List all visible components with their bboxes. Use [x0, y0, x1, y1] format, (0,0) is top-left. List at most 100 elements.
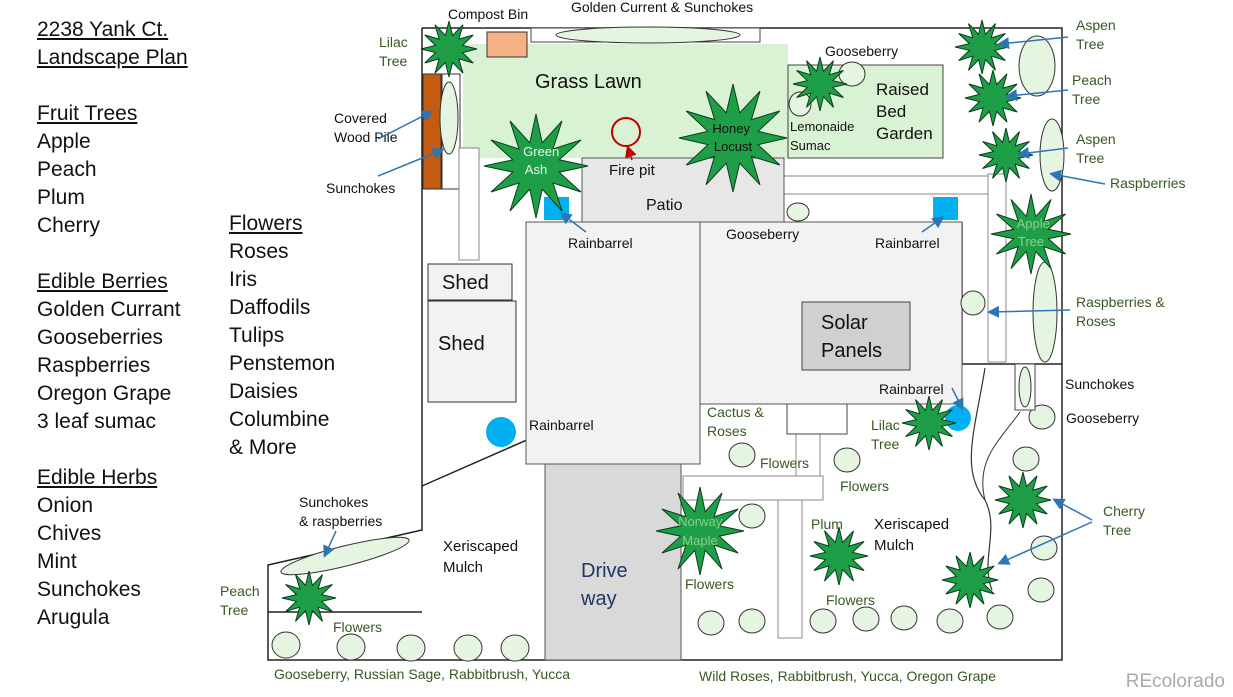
plum-tree: [809, 526, 869, 586]
list-item: Chives: [37, 522, 102, 545]
rainbarrel-3: [486, 417, 516, 447]
lilac-tree: [420, 20, 478, 78]
list-item: Roses: [229, 240, 289, 263]
garden-border: [982, 411, 1021, 501]
list-item: Arugula: [37, 606, 110, 629]
plum-label: Plum: [811, 516, 843, 532]
list-item: Mint: [37, 550, 77, 573]
shrub-sunchokes: [439, 81, 459, 155]
apple-tree: [990, 193, 1072, 275]
list-item: Golden Currant: [37, 298, 181, 321]
list-item: Peach: [37, 158, 97, 181]
sunchokes-right-label: Sunchokes: [1065, 376, 1134, 392]
list-item: Gooseberries: [37, 326, 164, 349]
title-line-1: 2238 Yank Ct.: [37, 18, 169, 41]
shrubs: [271, 35, 1065, 662]
raised-bed-label: Raised Bed Garden: [876, 80, 934, 143]
peach-tree: [281, 570, 337, 626]
raspberries-roses-label: Raspberries &Roses: [1076, 294, 1165, 329]
shrub: [1012, 446, 1040, 472]
edible-berries-heading: Edible Berries: [37, 270, 168, 293]
driveway-label: Drive way: [580, 560, 633, 610]
list-item: Sunchokes: [37, 578, 141, 601]
shrub: [809, 608, 837, 634]
title-line-2: Landscape Plan: [37, 46, 188, 69]
solar-panels: [801, 301, 911, 371]
sumac-tree: [792, 56, 848, 112]
flowers-label: Flowers: [685, 576, 734, 592]
shrub: [336, 633, 366, 661]
shed-1-label: Shed: [442, 272, 489, 294]
honey-locust-tree: [678, 83, 788, 193]
shrub: [500, 634, 530, 662]
list-item: Onion: [37, 494, 94, 517]
list-item: Raspberries: [37, 354, 151, 377]
gooseberry-right-label: Gooseberry: [1066, 410, 1139, 426]
list-item: Apple: [37, 130, 91, 153]
shrub: [1018, 35, 1056, 97]
lilac-tree: [901, 395, 957, 451]
shrub: [1028, 404, 1056, 430]
green-ash-label: Green Ash: [523, 144, 563, 177]
shrub: [960, 290, 986, 316]
list-item: Oregon Grape: [37, 382, 172, 405]
shrub: [697, 610, 725, 636]
flowers-label: Flowers: [826, 592, 875, 608]
shrub: [788, 91, 812, 117]
shrub: [271, 631, 301, 659]
norway-maple-tree: [655, 486, 745, 576]
shed-2: [427, 300, 517, 403]
compost-bin-label: Compost Bin: [448, 6, 528, 22]
shed-1: [427, 263, 513, 301]
list-item: Plum: [37, 186, 85, 209]
shrub: [890, 605, 918, 631]
list-item: Cherry: [37, 214, 101, 237]
shrub: [738, 503, 766, 529]
list-item: Columbine: [229, 408, 330, 431]
shrub: [838, 61, 866, 87]
trees: [281, 19, 1072, 626]
bottom-right-plantings-label: Wild Roses, Rabbitbrush, Yucca, Oregon G…: [699, 668, 996, 684]
flowers-label: Flowers: [333, 619, 382, 635]
path: [682, 475, 824, 501]
flowers-heading: Flowers: [229, 212, 303, 235]
apple-tree-label: Apple Tree: [1017, 216, 1054, 249]
shrub: [1039, 118, 1065, 192]
rainbarrel-2: [933, 197, 958, 220]
arrows: [323, 36, 1106, 565]
flowers-label: Flowers: [840, 478, 889, 494]
aspen-tree: [978, 127, 1034, 183]
list-item: Tulips: [229, 324, 285, 347]
annotations-black: Compost Bin Golden Current & Sunchokes C…: [299, 0, 1139, 576]
green-ash-tree: [483, 113, 589, 219]
garden-border: [970, 367, 993, 591]
shrub: [786, 202, 810, 222]
shrub-sunchokes-right: [1018, 366, 1032, 408]
shrub: [738, 608, 766, 634]
shrub: [852, 606, 880, 632]
aspen-tree: [954, 19, 1010, 75]
fire-pit-label: Fire pit: [609, 162, 656, 179]
list-item: Iris: [229, 268, 257, 291]
solar-panels-label: Solar Panels: [821, 312, 882, 362]
rainbarrel-4: [945, 405, 971, 431]
list-item: Daisies: [229, 380, 298, 403]
shrub: [453, 634, 483, 662]
peach-tree: [964, 69, 1022, 127]
flowers-list: Flowers Roses Iris Daffodils Tulips Pens…: [229, 210, 335, 462]
list-item: & More: [229, 436, 297, 459]
path: [458, 147, 480, 261]
house-west-wing: [525, 221, 701, 465]
wood-pile: [422, 73, 442, 190]
driveway: [544, 463, 682, 661]
